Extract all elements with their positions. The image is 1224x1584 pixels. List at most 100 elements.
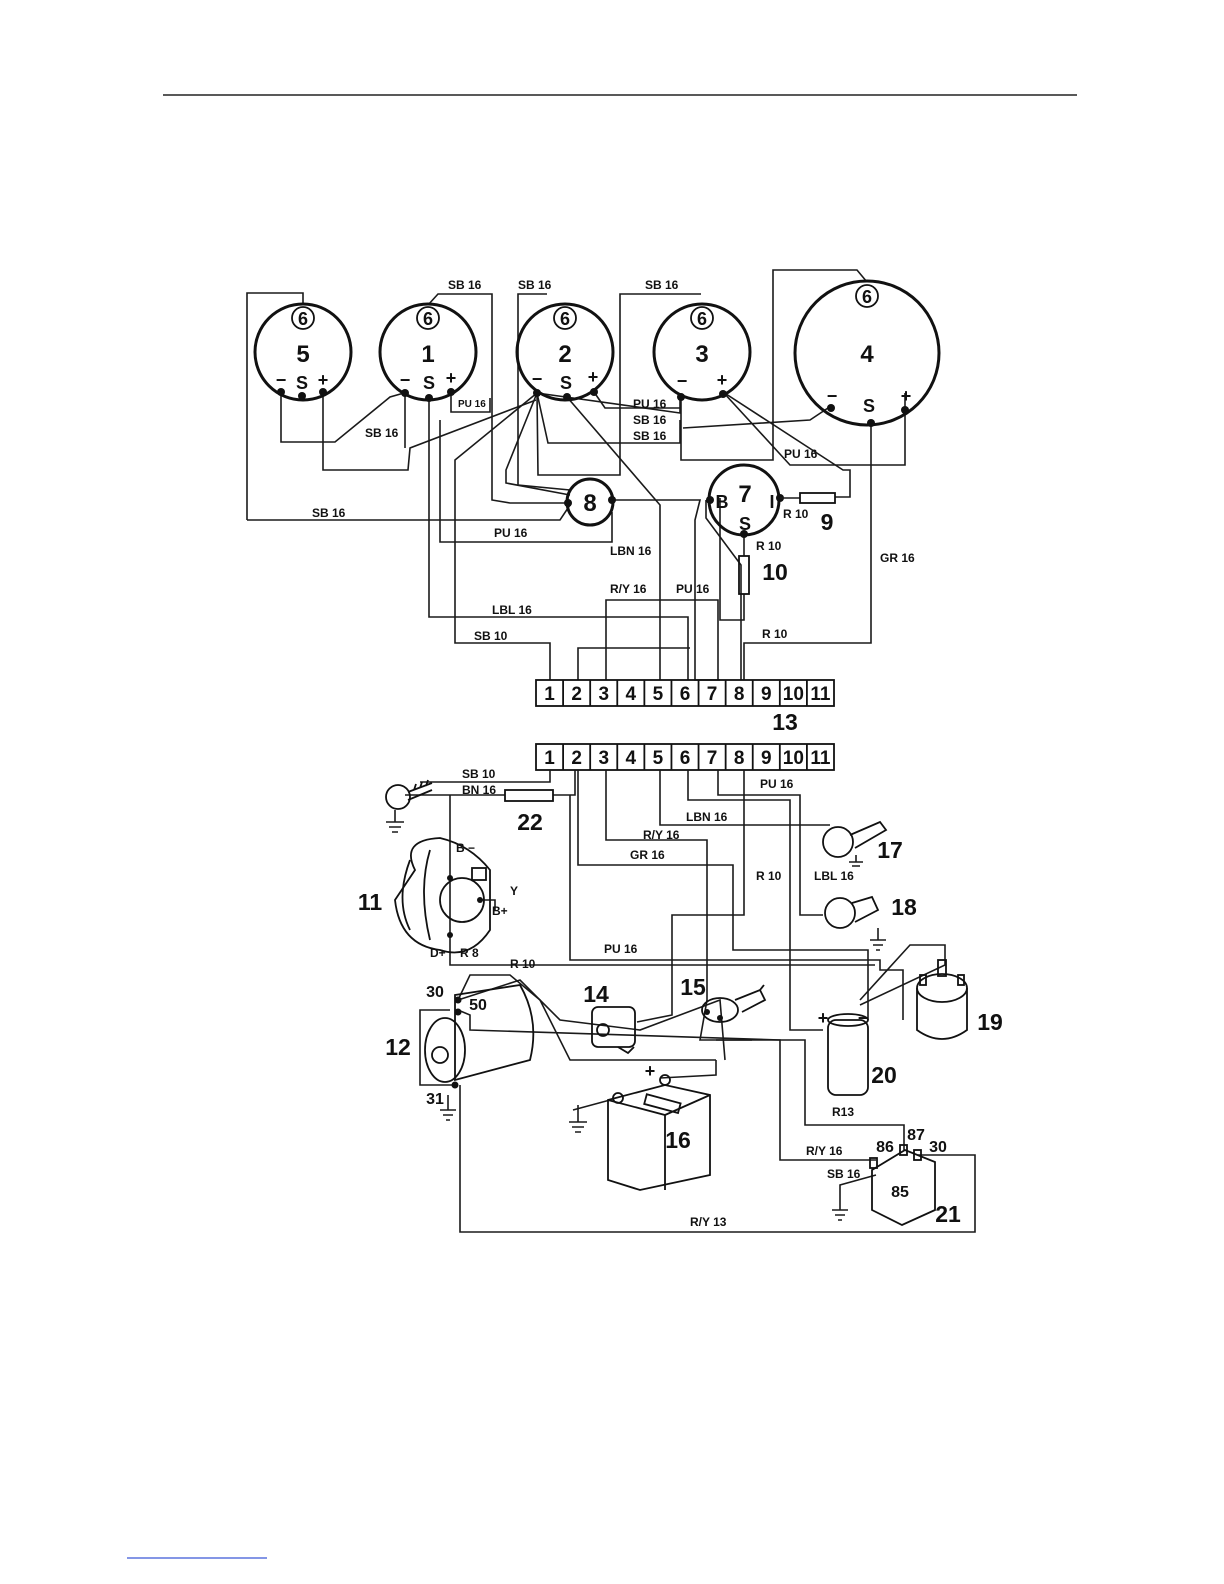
- battery-16: 16 +: [569, 1061, 711, 1191]
- gauge-4-minus: −: [827, 386, 838, 406]
- wire-label: LBL 16: [492, 603, 532, 617]
- connector-pin-7: 7: [707, 748, 718, 769]
- connector-pin-6: 6: [680, 748, 691, 769]
- wire-label: PU 16: [604, 942, 638, 956]
- gauge-2-number: 2: [558, 341, 571, 368]
- connector-pin-3: 3: [598, 748, 609, 769]
- starter-31-terminal: 31: [426, 1091, 444, 1108]
- gauge-2-minus: −: [532, 369, 543, 389]
- gauge-1: 6 1 − S +: [378, 302, 478, 402]
- fuse-9: 9: [780, 492, 836, 535]
- connector-pin-6: 6: [680, 684, 691, 705]
- connector-pin-11: 11: [810, 748, 831, 769]
- connector-pin-5: 5: [653, 684, 664, 705]
- gauge-5-s: S: [296, 373, 308, 393]
- wire-label: SB 10: [462, 767, 496, 781]
- wire-labels: SB 16 SB 16 SB 16 PU 16 SB 16 PU 16 SB 1…: [312, 278, 915, 1229]
- wire-label: PU 16: [458, 399, 486, 410]
- wire-label: R 10: [756, 869, 782, 883]
- gauge-4-badge: 6: [862, 287, 872, 307]
- gauge-1-minus: −: [400, 370, 411, 390]
- gauge-5-minus: −: [276, 370, 287, 390]
- sender-18-number: 18: [891, 894, 917, 920]
- wire-label: SB 10: [474, 629, 508, 643]
- connector-pin-10: 10: [783, 748, 804, 769]
- wire-label: PU 16: [760, 777, 794, 791]
- gauge-4-plus: +: [901, 386, 912, 406]
- connector-pin-9: 9: [761, 684, 772, 705]
- connector-pin-1: 1: [544, 684, 555, 705]
- gauge-3-number: 3: [695, 341, 708, 368]
- connector-pin-1: 1: [544, 748, 555, 769]
- gauge-2: 6 2 − S +: [515, 302, 615, 402]
- wire-label: R 8: [460, 946, 479, 960]
- wire-label: SB 16: [365, 426, 399, 440]
- distributor-19-number: 19: [977, 1009, 1003, 1035]
- relay-87-terminal: 87: [907, 1127, 925, 1144]
- wire-label: PU 16: [494, 526, 528, 540]
- wire-label: R/Y 16: [643, 828, 680, 842]
- gauge-4-number: 4: [860, 341, 874, 368]
- starter-12-number: 12: [385, 1034, 411, 1060]
- gauge-3-plus: +: [717, 370, 728, 390]
- wire-label: BN 16: [462, 783, 496, 797]
- relay-85-terminal: 85: [891, 1184, 909, 1201]
- sender-18: 18: [824, 894, 917, 951]
- gauge-5-plus: +: [318, 370, 329, 390]
- switch-7: 7 B S I: [706, 463, 784, 538]
- component-14: 14: [583, 981, 636, 1055]
- wire-label: R/Y 16: [806, 1144, 843, 1158]
- wire-label: R/Y 13: [690, 1215, 727, 1229]
- fuse-22: 22: [504, 789, 554, 835]
- wire-label: R 10: [762, 627, 788, 641]
- alt-dplus-terminal: D+: [430, 946, 446, 960]
- wire-label: SB 16: [633, 429, 667, 443]
- alt-bminus-terminal: B −: [456, 841, 475, 855]
- connector-pin-8: 8: [734, 684, 745, 705]
- wire-label: SB 16: [448, 278, 482, 292]
- wire-label: LBN 16: [686, 810, 728, 824]
- wire-label: GR 16: [630, 848, 665, 862]
- relay-21-number: 21: [935, 1201, 961, 1227]
- gauge-2-plus: +: [588, 367, 599, 387]
- alternator-11: 11 B − Y B+ D+: [358, 837, 518, 960]
- alt-bplus-terminal: B+: [492, 904, 508, 918]
- relay-21: 86 87 30 85 21: [832, 1127, 961, 1227]
- ignition-coil-20: + − 20: [818, 1008, 897, 1096]
- wire-label: R/Y 16: [610, 582, 647, 596]
- sender-17: 17: [822, 820, 903, 867]
- connector-pin-2: 2: [571, 684, 582, 705]
- wire-label: R 10: [756, 539, 782, 553]
- alternator-11-number: 11: [358, 889, 383, 915]
- fuse-22-number: 22: [517, 809, 543, 835]
- coil-minus-terminal: −: [858, 1008, 869, 1028]
- gauge-3-minus: −: [677, 371, 688, 391]
- connector-pin-7: 7: [707, 684, 718, 705]
- fuse-10: 10: [738, 555, 788, 595]
- gauge-5-badge: 6: [298, 309, 308, 329]
- distributor-19: 19: [916, 959, 1003, 1040]
- gauge-5: 6 5 − S +: [253, 302, 353, 402]
- coil-plus-terminal: +: [818, 1008, 829, 1028]
- connector-pin-3: 3: [598, 684, 609, 705]
- starter-50-terminal: 50: [469, 997, 487, 1014]
- connector-pin-9: 9: [761, 748, 772, 769]
- wire-label: GR 16: [880, 551, 915, 565]
- wire-label: LBL 16: [814, 869, 854, 883]
- wire-label: SB 16: [827, 1167, 861, 1181]
- alt-y-terminal: Y: [510, 884, 518, 898]
- fuse-9-number: 9: [821, 509, 834, 535]
- wire-label: SB 16: [633, 413, 667, 427]
- gauge-4-s: S: [863, 396, 875, 416]
- switch-7-number: 7: [738, 481, 751, 508]
- coil-20-number: 20: [871, 1062, 897, 1088]
- relay-86-terminal: 86: [876, 1139, 894, 1156]
- connector-pin-8: 8: [734, 748, 745, 769]
- wire-label: R 10: [510, 957, 536, 971]
- upper-wires: [246, 269, 906, 681]
- battery-16-number: 16: [665, 1127, 691, 1153]
- connector-13-label: 13: [772, 709, 798, 735]
